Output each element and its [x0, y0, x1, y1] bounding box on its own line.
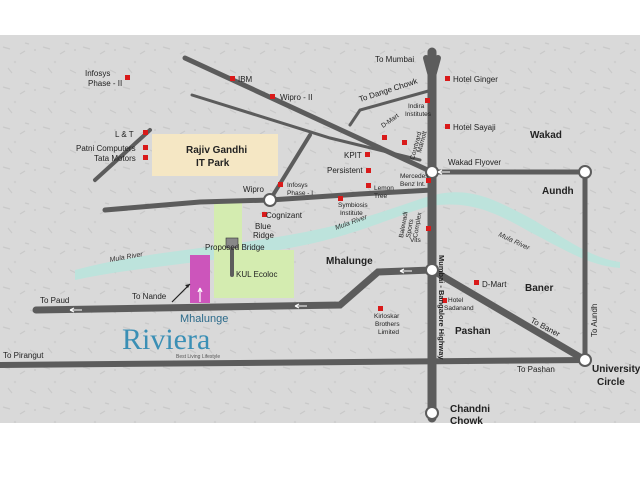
- svg-text:Phase - II: Phase - II: [88, 79, 122, 88]
- svg-text:Ridge: Ridge: [253, 231, 274, 240]
- svg-text:Hotel Sayaji: Hotel Sayaji: [453, 123, 496, 132]
- svg-text:Wipro: Wipro: [243, 185, 264, 194]
- area-aundh: Aundh: [542, 186, 574, 197]
- svg-text:Benz Int.: Benz Int.: [400, 181, 426, 188]
- wakad-flyover-label: Wakad Flyover: [448, 158, 501, 167]
- to-nande-label: To Nande: [132, 292, 167, 301]
- it-park-label-2: IT Park: [196, 158, 230, 169]
- svg-text:Kirloskar: Kirloskar: [374, 313, 400, 320]
- project-up-arrow: [197, 287, 203, 302]
- area-pashan: Pashan: [455, 326, 491, 337]
- pirangut-road: [0, 357, 588, 368]
- svg-text:Blue: Blue: [255, 222, 272, 231]
- riviera-logo: Mhalunge Riviera Best Living Lifestyle: [122, 313, 228, 360]
- svg-text:Limited: Limited: [378, 329, 399, 336]
- mula-river: [75, 192, 620, 280]
- junctions: [263, 165, 592, 420]
- svg-text:Indira: Indira: [408, 103, 425, 110]
- area-university-circle-1: University: [592, 364, 640, 375]
- to-mumbai-label: To Mumbai: [375, 55, 414, 64]
- baner-road: [428, 266, 589, 364]
- svg-text:Brothers: Brothers: [375, 321, 400, 328]
- svg-text:Sadanand: Sadanand: [444, 305, 474, 312]
- svg-text:Balewadi: Balewadi: [398, 211, 409, 238]
- highway-label: Mumbai - Bangalore Highway: [437, 255, 446, 360]
- proposed-bridge-marker: [225, 237, 239, 249]
- roads: [0, 47, 589, 423]
- svg-text:Cognizant: Cognizant: [266, 211, 303, 220]
- svg-text:Best Living Lifestyle: Best Living Lifestyle: [176, 354, 220, 360]
- to-pirangut-label: To Pirangut: [3, 351, 44, 360]
- kul-ecoloc-label: KUL Ecoloc: [236, 270, 278, 279]
- svg-text:Riviera: Riviera: [122, 323, 210, 356]
- svg-text:IBM: IBM: [238, 75, 253, 84]
- svg-text:KPIT: KPIT: [344, 151, 362, 160]
- svg-text:Mercedes: Mercedes: [400, 173, 429, 180]
- it-park-label-1: Rajiv Gandhi: [186, 145, 247, 156]
- svg-text:L & T: L & T: [115, 130, 134, 139]
- landmark-markers: [125, 75, 479, 311]
- area-wakad: Wakad: [530, 130, 562, 141]
- to-aundh-label: To Aundh: [590, 304, 599, 337]
- highway-top-branch-2: [429, 55, 441, 83]
- road-arrows: [69, 169, 450, 313]
- project-plot: [190, 255, 210, 303]
- svg-text:Phase - I: Phase - I: [287, 190, 313, 197]
- svg-text:Lemon: Lemon: [374, 185, 394, 192]
- area-mhalunge: Mhalunge: [326, 256, 373, 267]
- lt-road: [93, 128, 152, 182]
- svg-text:D-Mart: D-Mart: [482, 280, 507, 289]
- svg-text:Institutes: Institutes: [405, 111, 432, 118]
- svg-text:Persistent: Persistent: [327, 166, 363, 175]
- to-pashan-label: To Pashan: [517, 365, 555, 374]
- area-chandni-chowk-1: Chandni: [450, 404, 490, 415]
- wipro2-diagonal: [190, 93, 422, 162]
- svg-text:Mhalunge: Mhalunge: [180, 313, 228, 325]
- svg-text:Hotel Ginger: Hotel Ginger: [453, 75, 498, 84]
- svg-text:Infosys: Infosys: [85, 69, 110, 78]
- svg-text:Institute: Institute: [340, 210, 363, 217]
- kul-ecoloc-block: [214, 250, 294, 298]
- area-university-circle-2: Circle: [597, 377, 625, 388]
- svg-text:Infosys: Infosys: [287, 182, 308, 189]
- it-park-block: [152, 134, 278, 176]
- landmark-labels: Infosys Phase - II IBM Wipro - II L & T …: [76, 69, 507, 336]
- svg-text:Wipro - II: Wipro - II: [280, 93, 312, 102]
- svg-text:Patni Computers: Patni Computers: [76, 144, 136, 153]
- area-chandni-chowk-2: Chowk: [450, 416, 483, 427]
- proposed-bridge-label: Proposed Bridge: [205, 243, 265, 252]
- svg-text:Symbiosis: Symbiosis: [338, 202, 368, 209]
- it-park-link: [268, 133, 312, 202]
- svg-text:Complex: Complex: [412, 211, 423, 238]
- svg-text:Hotel: Hotel: [448, 297, 464, 304]
- svg-text:Tata Motors: Tata Motors: [94, 154, 136, 163]
- svg-text:Vits: Vits: [410, 237, 421, 244]
- svg-text:Tree: Tree: [374, 193, 388, 200]
- dange-chowk-road: [348, 88, 434, 127]
- area-baner: Baner: [525, 283, 553, 294]
- svg-text:Sports: Sports: [405, 218, 415, 238]
- to-paud-label: To Paud: [40, 296, 69, 305]
